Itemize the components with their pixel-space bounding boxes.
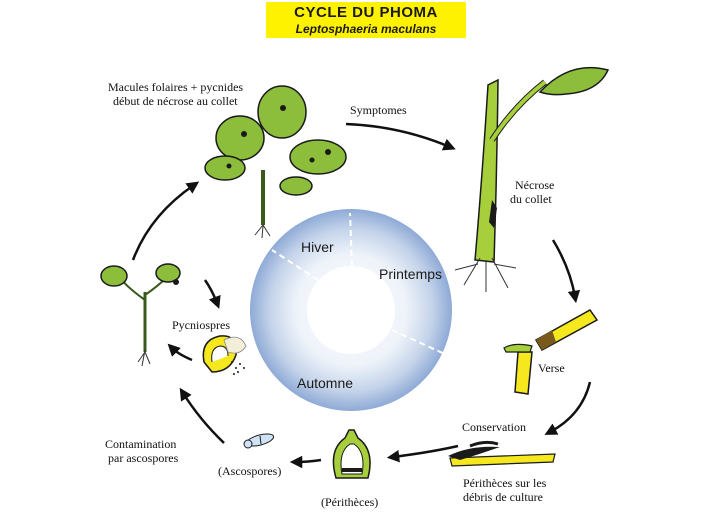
season-printemps: Printemps	[379, 266, 442, 282]
arrow-symptomes	[345, 122, 456, 151]
season-hiver: Hiver	[301, 239, 334, 255]
label-symptomes: Symptomes	[350, 103, 407, 117]
diagram-subtitle: Leptosphaeria maculans	[295, 22, 437, 36]
label-pycniospres: Pycniospres	[172, 318, 230, 332]
arrow-to-pycniospres	[203, 279, 221, 309]
season-automne: Automne	[297, 375, 353, 391]
label-peritheces-debris-line2: débris de culture	[463, 490, 543, 504]
title-box: CYCLE DU PHOMA Leptosphaeria maculans	[266, 2, 466, 38]
arrow-seedling-to-plant	[131, 181, 200, 261]
label-macules-line2: début de nécrose au collet	[113, 94, 238, 108]
seedling-illustration	[100, 263, 181, 367]
arrow-contamination	[179, 387, 225, 444]
label-verse: Verse	[538, 361, 565, 375]
infected-plant-illustration	[204, 85, 347, 239]
debris-illustration	[448, 440, 556, 467]
label-peritheces-debris-line1: Périthèces sur les	[463, 476, 547, 490]
divider-hiver-printemps	[349, 212, 353, 267]
arrow-conservation-to-peritheces	[386, 444, 459, 463]
ascospores-illustration	[243, 433, 275, 449]
label-conservation: Conservation	[462, 420, 526, 434]
label-necrose-line2: du collet	[510, 192, 552, 206]
label-contamination-line2: par ascospores	[108, 451, 179, 465]
arrow-pycniospres-back	[167, 343, 193, 362]
arrow-peritheces-to-ascospores	[289, 455, 322, 469]
necrosis-stem-illustration	[454, 66, 610, 292]
cycle-arrows	[131, 122, 592, 469]
label-peritheces: (Périthèces)	[321, 495, 379, 509]
arrow-necrose-to-verse	[551, 239, 581, 304]
season-ring: Hiver Printemps Automne	[250, 209, 452, 411]
label-contamination-line1: Contamination	[105, 437, 177, 451]
verse-stem-illustration	[503, 309, 599, 395]
ring-hole	[307, 266, 395, 354]
label-necrose-line1: Nécrose	[515, 178, 555, 192]
arrow-verse-to-conservation	[544, 381, 592, 435]
divider-hiver-automne	[271, 249, 319, 281]
label-ascospores: (Ascospores)	[218, 464, 282, 478]
label-macules-line1: Macules folaires + pycnides	[108, 80, 244, 94]
diagram-title: CYCLE DU PHOMA	[294, 4, 438, 21]
divider-printemps-automne	[391, 329, 448, 356]
pycnidium-illustration	[202, 335, 247, 375]
perithecium-illustration	[332, 429, 371, 479]
